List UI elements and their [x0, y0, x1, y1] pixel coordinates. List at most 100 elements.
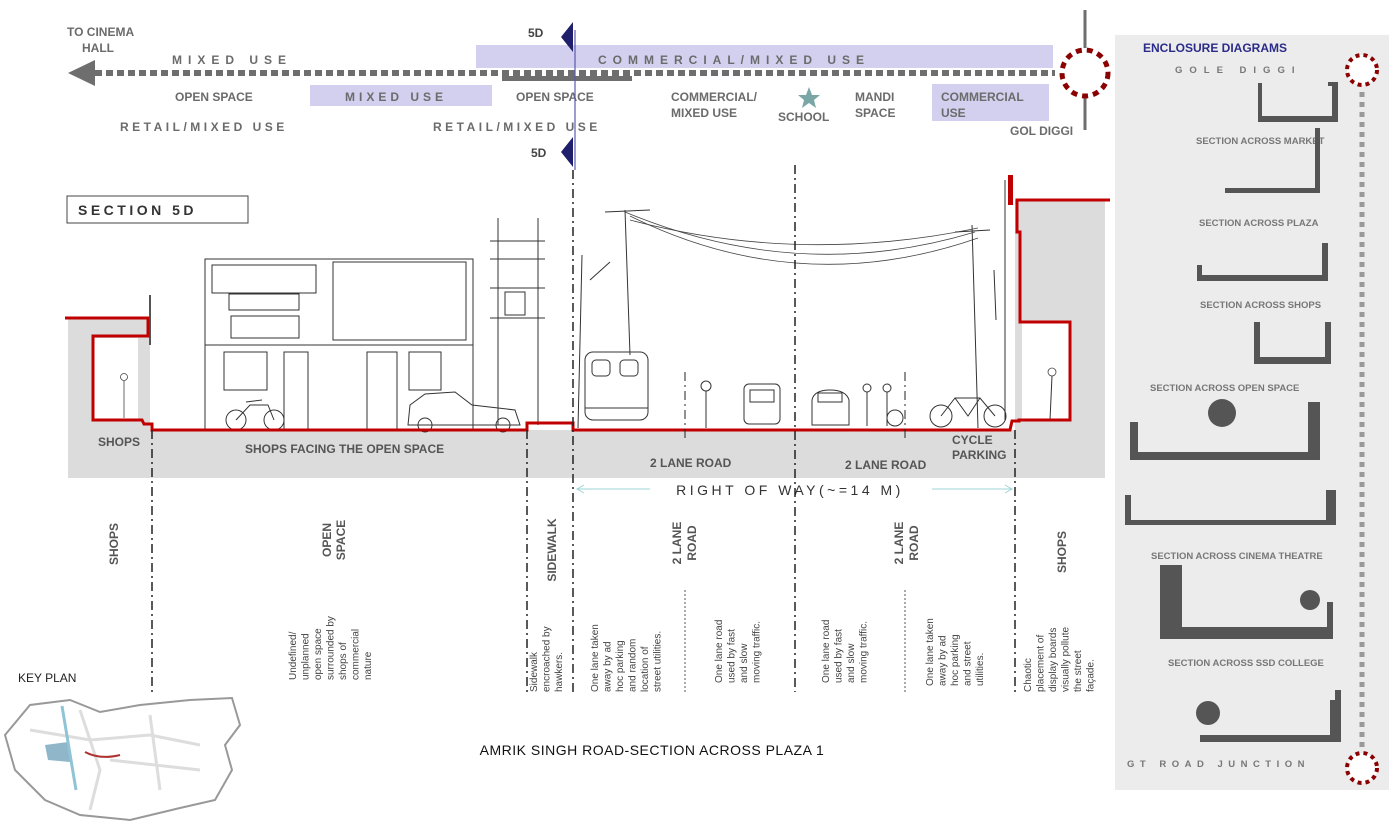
- open-space-frontage-bar: [502, 76, 632, 81]
- zone-description-line: façade.: [1086, 659, 1097, 692]
- zone-heading-road-right: 2 LANE: [892, 522, 906, 565]
- zone-description-line: unplanned: [301, 633, 312, 680]
- right-signboards-icon: [993, 175, 1013, 420]
- zone-description-line: moving traffic.: [752, 621, 763, 683]
- commercial-use-band: [932, 84, 1049, 121]
- enclosure-section-thumbnails: [1125, 82, 1341, 742]
- tree-icon-3: [1196, 701, 1220, 725]
- thumb-street: [1125, 490, 1336, 525]
- panel-end-label: GT ROAD JUNCTION: [1127, 759, 1310, 770]
- star-icon: [798, 87, 820, 108]
- section-title: SECTION 5D: [78, 202, 197, 218]
- zone-description-line: surrounded by: [326, 616, 337, 680]
- parked-bicycles-icon: [929, 397, 1007, 428]
- commercial-mixed-use-band: [476, 45, 1053, 68]
- mandi-label: MANDI: [855, 90, 894, 104]
- zone-dividers: [151, 165, 1016, 692]
- zone-description-line: and street: [963, 641, 974, 686]
- commercial-use-label: COMMERCIAL: [941, 90, 1024, 104]
- panel-section-shops: SECTION ACROSS SHOPS: [1200, 300, 1321, 311]
- zone-description-line: placement of: [1036, 635, 1047, 692]
- to-cinema-label: TO CINEMA: [67, 25, 134, 39]
- zone-description-line: away by ad: [603, 641, 614, 692]
- key-plan-map: [3, 696, 242, 822]
- commercial-mixed-use-label: COMMERCIAL/MIXED USE: [598, 53, 870, 67]
- commercial-mixed-label: COMMERCIAL/: [671, 90, 758, 104]
- panel-section-market: SECTION ACROSS MARKET: [1196, 136, 1325, 147]
- shops-facing-label: SHOPS FACING THE OPEN SPACE: [245, 442, 444, 456]
- zone-description-line: moving traffic.: [859, 621, 870, 683]
- gt-road-circle: [1345, 751, 1379, 785]
- panel-section-plaza: SECTION ACROSS PLAZA: [1199, 218, 1319, 229]
- drawing-caption: AMRIK SINGH ROAD-SECTION ACROSS PLAZA 1: [480, 742, 825, 758]
- thumb-gole-diggi: [1258, 82, 1338, 122]
- key-plan-label: KEY PLAN: [18, 671, 76, 685]
- zone-description-line: One lane road: [821, 620, 832, 683]
- key-plan: KEY PLAN: [3, 671, 242, 822]
- to-cinema-label-2: HALL: [82, 41, 114, 55]
- zone-description-line: visually pollute: [1061, 627, 1072, 692]
- section-marker-bottom-label: 5D: [531, 146, 547, 160]
- zone-description-line: One lane taken: [925, 618, 936, 686]
- panel-title: ENCLOSURE DIAGRAMS: [1143, 41, 1287, 55]
- zone-description-line: hoc parking: [615, 640, 626, 692]
- zone-heading-open-space: OPEN: [320, 523, 334, 557]
- pedestrians-with-bicycle-icon: [862, 383, 904, 427]
- zone-description-line: and slow: [739, 643, 750, 683]
- section-title-box: [66, 195, 249, 224]
- zone-description-line: nature: [363, 651, 374, 680]
- panel-section-open-space: SECTION ACROSS OPEN SPACE: [1150, 383, 1299, 394]
- zone-heading-road-right-2: ROAD: [907, 525, 921, 561]
- zone-description-line: and random: [628, 639, 639, 692]
- school-label: SCHOOL: [778, 110, 829, 124]
- car-icon: [407, 391, 521, 433]
- zone-description-line: open space: [313, 628, 324, 680]
- mandi-label-2: SPACE: [855, 106, 895, 120]
- mixed-use-band: [310, 85, 492, 106]
- thumb-college: [1200, 690, 1341, 742]
- street-light-icon: [577, 254, 611, 429]
- land-use-strip: TO CINEMA HALL MIXED USE COMMERCIAL/MIXE…: [67, 10, 1111, 170]
- ground-band: [68, 430, 1105, 478]
- key-plan-route: [84, 751, 121, 758]
- mixed-use-box-label: MIXED USE: [345, 90, 447, 104]
- zone-description-line: encroached by: [542, 626, 553, 692]
- zone-heading-road-left-2: ROAD: [685, 525, 699, 561]
- section-marker-top-icon: [561, 22, 573, 52]
- cycle-parking-label-2: PARKING: [952, 448, 1006, 462]
- zone-description-line: hoc parking: [950, 634, 961, 686]
- section-5d: SECTION 5D: [65, 175, 1110, 498]
- zone-description-line: street utilities.: [653, 631, 664, 692]
- open-space-label-2: OPEN SPACE: [516, 90, 594, 104]
- zone-description-line: hawkers.: [554, 652, 565, 692]
- zone-description-line: Undefined/: [288, 631, 299, 680]
- open-space-shops-building: [204, 258, 474, 431]
- shops-section-label: SHOPS: [98, 435, 140, 449]
- commercial-use-label-2: USE: [941, 106, 966, 120]
- thumb-cinema: [1160, 565, 1333, 639]
- zone-description-line: commercial: [351, 629, 362, 680]
- zone-description-line: shops of: [338, 642, 349, 680]
- commercial-mixed-label-2: MIXED USE: [671, 106, 737, 120]
- electric-pole-icon: [604, 209, 991, 429]
- zone-heading-open-space-2: SPACE: [334, 520, 348, 560]
- cyclist-icon: [700, 380, 712, 428]
- gol-diggi-label: GOL DIGGI: [1010, 124, 1073, 138]
- zone-description-line: location of: [640, 646, 651, 692]
- enclosure-diagrams-panel: ENCLOSURE DIAGRAMS GOLE DIGGI SECTION AC…: [1115, 35, 1389, 790]
- zone-description-line: Chaotic: [1023, 658, 1034, 692]
- person-icon: [120, 367, 1057, 421]
- zone-description-line: and slow: [846, 643, 857, 683]
- thumb-open-space: [1130, 402, 1320, 460]
- road-right-label: 2 LANE ROAD: [845, 458, 927, 472]
- zone-description-line: Sidewalk: [529, 651, 540, 692]
- retail-mixed-use-label-1: RETAIL/MIXED USE: [120, 120, 288, 134]
- arrow-left-icon: [68, 60, 95, 86]
- thumb-shops: [1254, 322, 1331, 364]
- left-shop-opening: [93, 338, 138, 420]
- rickshaw-rear-icon: [584, 351, 649, 421]
- tree-icon: [1208, 399, 1236, 427]
- car-rear-icon: [811, 389, 850, 426]
- key-plan-highlight: [45, 742, 70, 762]
